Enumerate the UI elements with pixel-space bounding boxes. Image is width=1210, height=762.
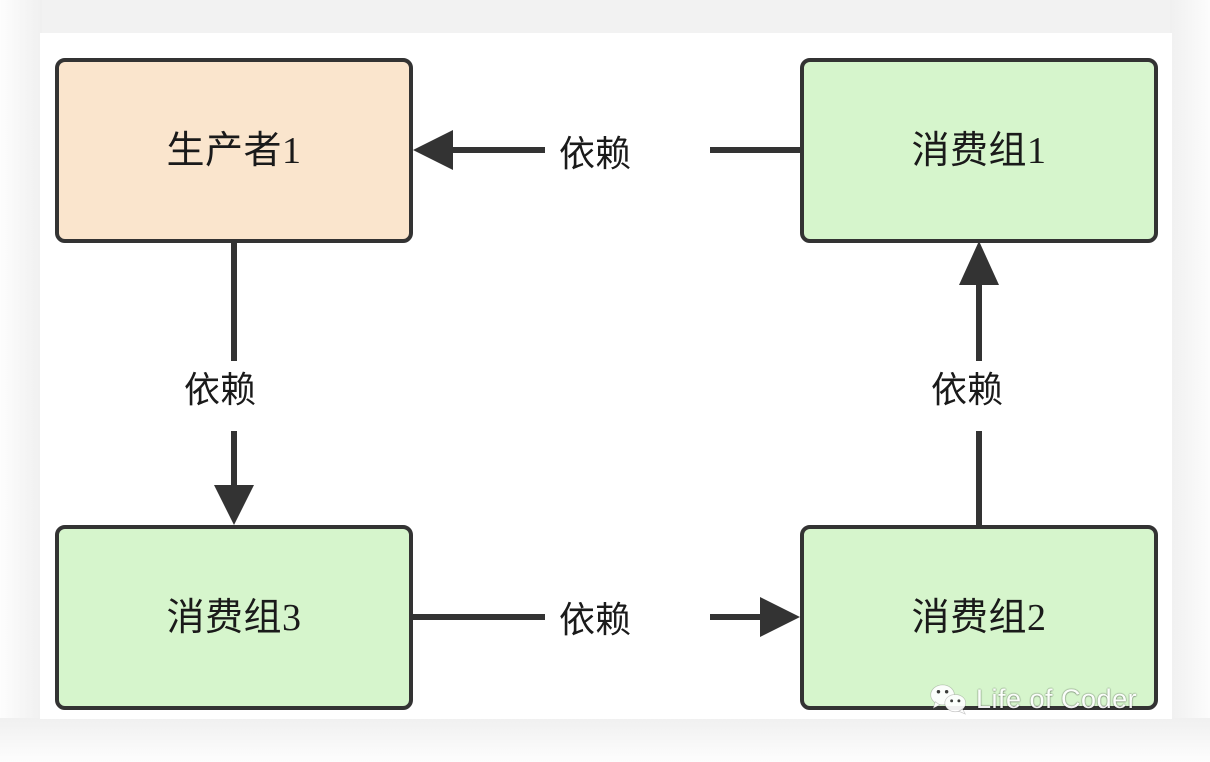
page-edge-shadow-bottom <box>0 718 1210 762</box>
page-edge-shadow-left <box>0 0 42 762</box>
arrowhead-up <box>959 241 999 285</box>
edge-label-group1-to-producer1: 依赖 <box>553 133 638 175</box>
edge-group2-to-group1 <box>959 241 999 525</box>
arrowhead-left <box>413 130 453 170</box>
arrowhead-right <box>760 597 800 637</box>
edge-label-group3-to-group2: 依赖 <box>553 599 638 641</box>
node-consumer-group-3[interactable]: 消费组3 <box>55 525 413 710</box>
diagram-canvas: 依赖 依赖 依赖 依赖 生产者1 消费组1 消费组3 消费组2 <box>40 33 1172 719</box>
edge-producer1-to-group3 <box>214 243 254 525</box>
node-consumer-group-2[interactable]: 消费组2 <box>800 525 1158 710</box>
edge-label-producer1-to-group3: 依赖 <box>178 369 263 411</box>
arrowhead-down <box>214 485 254 525</box>
edge-group1-to-producer1 <box>413 130 800 170</box>
edge-label-group2-to-group1: 依赖 <box>925 369 1010 411</box>
node-consumer-group-1[interactable]: 消费组1 <box>800 58 1158 243</box>
node-producer1[interactable]: 生产者1 <box>55 58 413 243</box>
page-edge-shadow-right <box>1170 0 1210 762</box>
edge-layer <box>214 130 999 637</box>
edge-group3-to-group2 <box>413 597 800 637</box>
